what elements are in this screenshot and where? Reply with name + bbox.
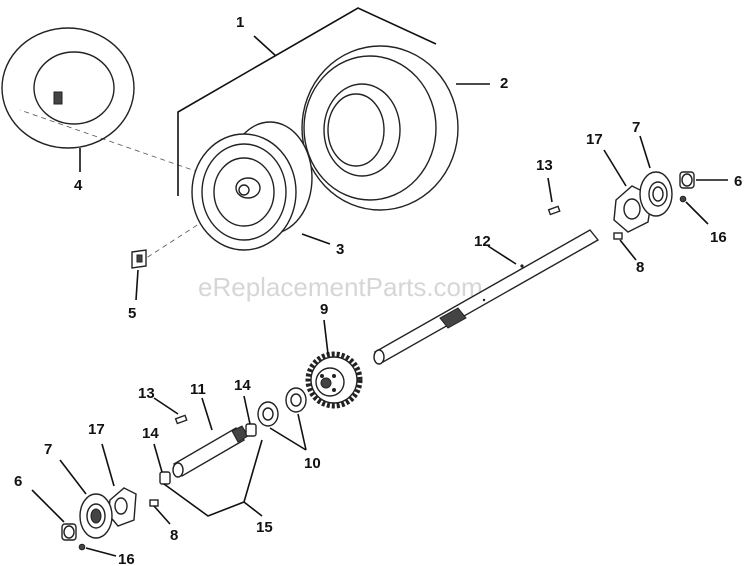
set-screw-lower <box>149 499 159 507</box>
callout-17-lower: 17 <box>88 421 105 438</box>
washers <box>257 387 307 427</box>
callout-7-lower: 7 <box>44 441 52 458</box>
callout-8-upper: 8 <box>636 259 644 276</box>
bearing-flange-lower <box>79 493 113 539</box>
set-screw-upper <box>613 232 623 240</box>
key-upper <box>547 205 561 216</box>
callout-6-lower: 6 <box>14 473 22 490</box>
axle-shaft <box>373 229 600 365</box>
inner-tube <box>1 27 135 149</box>
callout-labels: 1 2 3 4 5 6 7 8 9 10 11 12 13 13 14 14 1… <box>14 14 742 566</box>
callout-2: 2 <box>500 75 508 92</box>
bushing-upper <box>679 171 695 189</box>
callout-3: 3 <box>336 241 344 258</box>
watermark: eReplacementParts.com <box>198 272 483 302</box>
short-shaft <box>172 425 249 478</box>
callout-14-upper: 14 <box>234 377 251 394</box>
key-lower <box>174 414 188 425</box>
callout-13-upper: 13 <box>536 157 553 174</box>
bushing-lower <box>61 523 77 541</box>
callout-16-lower: 16 <box>118 551 135 566</box>
callout-10: 10 <box>304 455 321 472</box>
leader-lines <box>31 7 728 557</box>
callout-15: 15 <box>256 519 273 536</box>
callout-8-lower: 8 <box>170 527 178 544</box>
gear <box>305 351 363 409</box>
callout-13-lower: 13 <box>138 385 155 402</box>
callout-4: 4 <box>74 177 83 194</box>
callout-16-upper: 16 <box>710 229 727 246</box>
screw-lower <box>78 543 86 551</box>
callout-1: 1 <box>236 14 244 31</box>
callout-12: 12 <box>474 233 491 250</box>
callout-9: 9 <box>320 301 328 318</box>
callout-6-upper: 6 <box>734 173 742 190</box>
bushing-14b <box>159 471 171 485</box>
callout-14-lower: 14 <box>142 425 159 442</box>
bushing-14a <box>245 423 257 437</box>
callout-5: 5 <box>128 305 136 322</box>
tire <box>301 45 459 211</box>
screw-upper <box>679 195 687 203</box>
callout-17-upper: 17 <box>586 131 603 148</box>
valve-clip <box>131 249 147 269</box>
bearing-flange-upper <box>639 171 673 217</box>
callout-11: 11 <box>190 381 206 398</box>
wheel-rim <box>191 121 313 251</box>
callout-7-upper: 7 <box>632 119 640 136</box>
